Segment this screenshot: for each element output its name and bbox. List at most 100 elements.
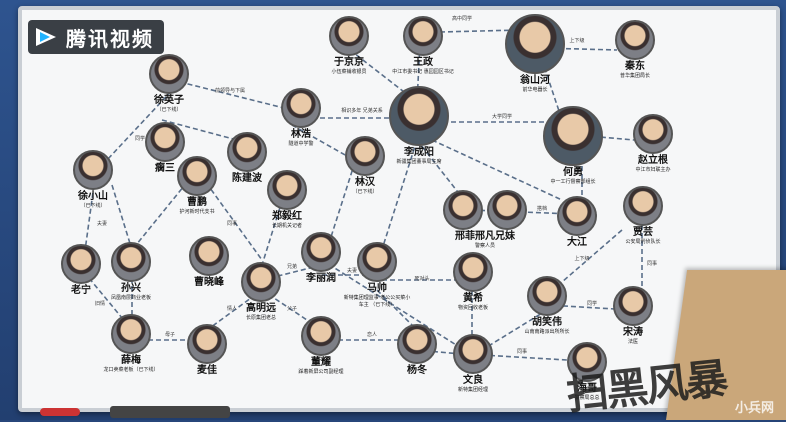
character-avatar	[615, 20, 655, 60]
character-node[interactable]: 董耀 踩着新屏公司副经理	[286, 316, 356, 376]
character-node[interactable]: 徐英子 （已下线）	[134, 54, 204, 114]
character-role: 龙口卖菜老板（已下线）	[103, 367, 159, 373]
character-role: 小伍菜铺收银员	[331, 69, 367, 75]
character-node[interactable]: 林汉 （已下线）	[330, 136, 400, 196]
edge-label: 父子	[287, 305, 297, 312]
edge-label: 母子	[165, 331, 175, 338]
character-node[interactable]: 邢菲邢凡兄妹 警察人员	[440, 190, 530, 250]
character-node[interactable]: 杨冬	[382, 324, 452, 377]
character-node[interactable]: 马帅 新特集团理监事 老公公买菜小车主 （已下线）	[342, 242, 412, 309]
character-avatar	[177, 156, 217, 196]
character-role: 警察局总总	[574, 395, 600, 401]
character-node[interactable]: 瘸三	[130, 122, 200, 175]
edge-label: 高中同学	[452, 15, 472, 22]
character-role: （已下线）	[352, 189, 378, 195]
character-avatar	[487, 190, 527, 230]
character-avatar	[227, 132, 267, 172]
brand-logo: 腾讯视频	[28, 20, 164, 54]
character-avatar	[73, 150, 113, 190]
character-role: 普华集团局长	[619, 73, 650, 79]
character-avatar	[111, 314, 151, 354]
character-role: 山南南路派出所所长	[524, 329, 570, 335]
character-node[interactable]: 秦东 普华集团局长	[600, 20, 670, 80]
character-avatar	[557, 196, 597, 236]
edge-label: 搭档	[537, 205, 547, 212]
character-name: 黄希	[463, 293, 483, 304]
character-node[interactable]: 徐小山 （已下线）	[58, 150, 128, 210]
character-node[interactable]: 宋涛 法医	[598, 286, 668, 346]
character-role: 中一工行督察部组长	[550, 179, 596, 185]
character-node[interactable]: 大江	[542, 196, 612, 249]
character-name: 瘸三	[155, 163, 175, 174]
character-node[interactable]: 文良 新特集团经理	[438, 334, 508, 394]
character-name: 董耀	[311, 357, 331, 368]
character-name: 薛梅	[121, 355, 141, 366]
character-role: 新特集团理监事 老公公买菜小车主 （已下线）	[343, 295, 411, 308]
character-avatar	[443, 190, 483, 230]
character-avatar	[145, 122, 185, 162]
character-role: 物资回收老板	[457, 305, 488, 311]
character-node[interactable]: 何勇 中一工行督察部组长	[538, 106, 608, 186]
character-node[interactable]: 于京京 小伍菜铺收银员	[314, 16, 384, 76]
character-role: 警察人员	[474, 243, 495, 249]
character-node[interactable]: 孙兴 凤凰南层商业老板	[96, 242, 166, 302]
character-name: 马帅	[367, 283, 387, 294]
character-avatar	[527, 276, 567, 316]
character-role: （已下线）	[156, 107, 182, 113]
character-name: 于京京	[334, 57, 364, 68]
edge-label: 相识多年 兄弟关系	[341, 107, 383, 114]
character-node[interactable]: 王政 中江市委书记 惠园园区书记	[388, 16, 458, 76]
edge-label: 上下级	[569, 37, 584, 44]
edge-label: 前领导与下属	[215, 87, 245, 94]
edge-label: 情人	[227, 305, 237, 312]
character-node[interactable]: 薛梅 龙口卖菜老板（已下线）	[96, 314, 166, 374]
character-name: 秦东	[625, 61, 645, 72]
edge-label: 同学	[587, 300, 597, 307]
character-node[interactable]: 林浩 隧道中学警	[266, 88, 336, 148]
character-name: 高明远	[246, 303, 276, 314]
character-avatar	[543, 106, 603, 166]
character-node[interactable]: 老宁	[46, 244, 116, 297]
red-marker	[40, 408, 80, 416]
character-name: 麦佳	[197, 365, 217, 376]
character-node[interactable]: 麦佳	[172, 324, 242, 377]
character-role: 中江市妇联主办	[635, 167, 671, 173]
character-node[interactable]: 曹鹏 护河新时代支书	[162, 156, 232, 216]
character-name: 大江	[567, 237, 587, 248]
character-node[interactable]: 陈建波	[212, 132, 282, 185]
character-role: 前华电器长	[522, 87, 548, 93]
character-avatar	[281, 88, 321, 128]
edge-label: 夫妻	[97, 220, 107, 227]
character-name: 何勇	[563, 167, 583, 178]
character-node[interactable]: 黄希 物资回收老板	[438, 252, 508, 312]
character-node[interactable]: 李成阳 新疆集团董事局主席	[384, 86, 454, 166]
character-name: 曹鹏	[187, 197, 207, 208]
character-role: 踩着新屏公司副经理	[298, 369, 344, 375]
character-name: 胡笑伟	[532, 317, 562, 328]
character-node[interactable]: 胡笑伟 山南南路派出所所长	[512, 276, 582, 336]
character-avatar	[505, 14, 565, 74]
character-node[interactable]: 翁山河 前华电器长	[500, 14, 570, 94]
character-avatar	[633, 114, 673, 154]
brand-logo-text: 腾讯视频	[66, 26, 154, 51]
character-avatar	[613, 286, 653, 326]
character-node[interactable]: 曹晓峰	[174, 236, 244, 289]
character-role: 护河新时代支书	[179, 209, 215, 215]
character-name: 李成阳	[404, 147, 434, 158]
tencent-video-icon	[36, 28, 56, 46]
character-avatar	[301, 316, 341, 356]
character-node[interactable]: 海哥 警察局总总	[552, 342, 622, 402]
character-node[interactable]: 高明远 长原集团老总	[226, 262, 296, 322]
character-node[interactable]: 李丽润	[286, 232, 356, 285]
character-avatar	[453, 252, 493, 292]
character-role: 新特集团经理	[457, 387, 488, 393]
character-role: （已下线）	[80, 203, 106, 209]
edge-label: 上下级	[574, 255, 589, 262]
character-avatar	[111, 242, 151, 282]
edge-label: 死对头	[414, 275, 429, 282]
whiteboard: 腾讯视频	[18, 6, 780, 412]
character-avatar	[453, 334, 493, 374]
character-node[interactable]: 赵立根 中江市妇联主办	[618, 114, 688, 174]
character-node[interactable]: 贾芸 公安局刑侦队长	[608, 186, 678, 246]
character-node[interactable]: 郑毅红 长期机关记者	[252, 170, 322, 230]
